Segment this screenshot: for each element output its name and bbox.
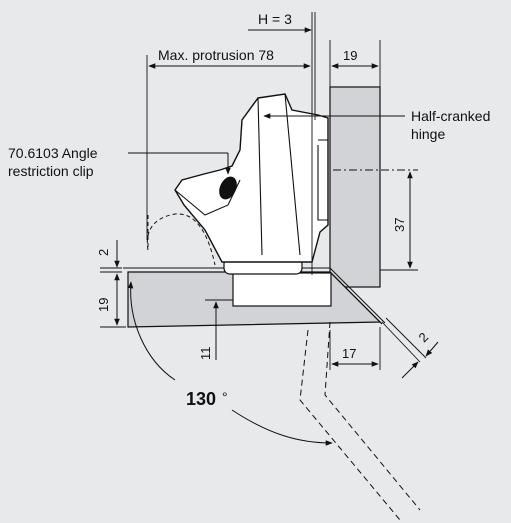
dim19-left-label: 19	[96, 298, 111, 312]
angle-arc-upper	[127, 281, 176, 381]
dim2r-ext-b	[385, 317, 427, 359]
dim2-right-label: 2	[416, 329, 432, 345]
door-outer-line	[329, 267, 386, 324]
dim2r-arrow-out	[425, 341, 439, 357]
dim17-label: 17	[342, 346, 356, 361]
clip-label-line1: 70.6103 Angle	[8, 145, 98, 161]
hinge-label-line2: hinge	[411, 126, 445, 142]
dim2-left-label: 2	[96, 249, 111, 256]
mounting-plate	[232, 272, 332, 307]
corner-bevel-line	[329, 271, 383, 325]
open-door-dashed	[299, 321, 421, 521]
door19-label: 19	[343, 48, 357, 63]
dim2r-ext-a	[381, 321, 421, 363]
clip-label-line2: restriction clip	[8, 163, 94, 179]
hinge-arm-detail	[257, 93, 328, 256]
h3-label: H = 3	[258, 11, 292, 27]
hinge-arm	[174, 93, 329, 263]
angle-value: 130	[186, 389, 216, 409]
protrusion-label: Max. protrusion 78	[158, 47, 274, 63]
clip-outline-dashed	[146, 213, 216, 266]
restriction-clip	[219, 176, 237, 200]
angle-arc-lower	[231, 409, 333, 446]
dim11-label: 11	[198, 347, 213, 361]
cabinet-side-panel	[329, 86, 381, 288]
dim37-label: 37	[392, 218, 407, 232]
angle-unit: °	[222, 389, 228, 405]
hinge-label-line1: Half-cranked	[411, 108, 490, 124]
dim2r-arrow-in	[401, 361, 419, 379]
